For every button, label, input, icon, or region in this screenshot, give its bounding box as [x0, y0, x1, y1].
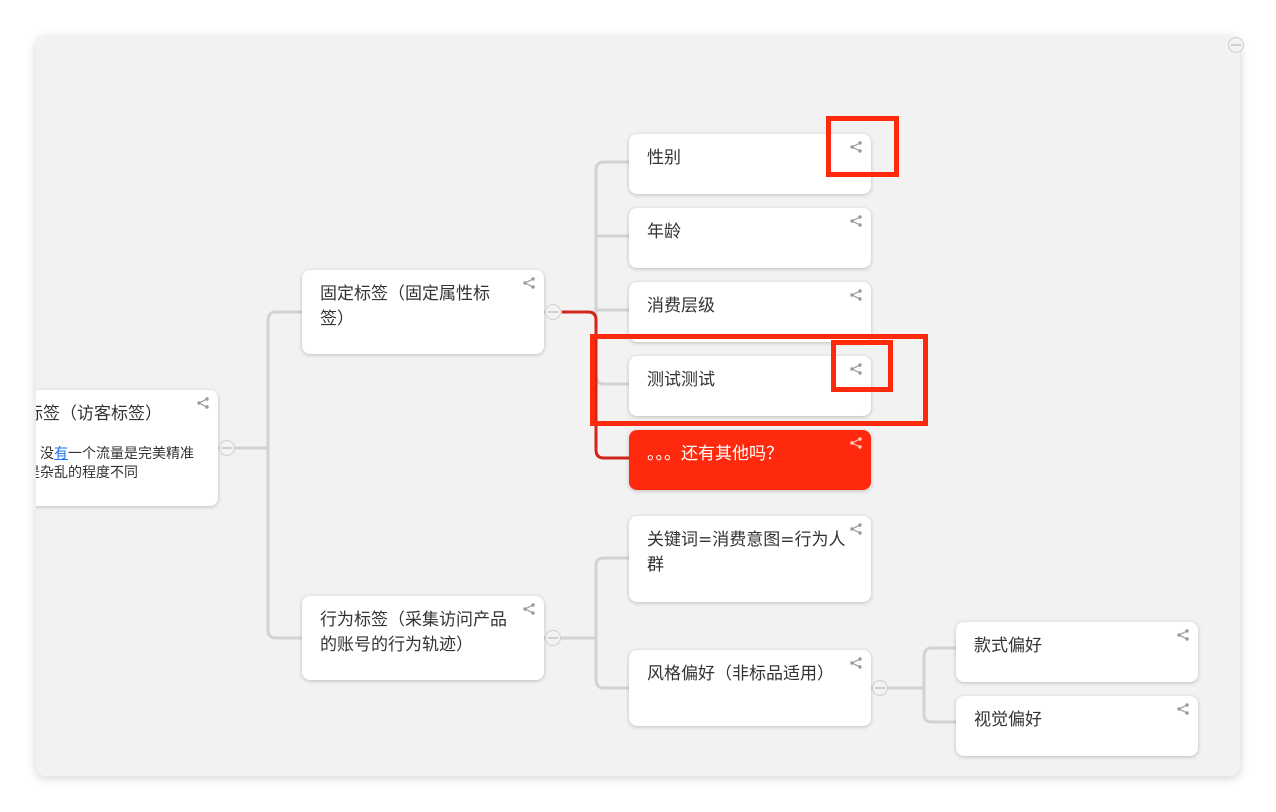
root-note: ：没有一个流量是完美精准 是杂乱的程度不同: [36, 446, 194, 481]
node-style-preference[interactable]: 风格偏好（非标品适用）: [629, 650, 871, 726]
node-keyword-intent[interactable]: 关键词=消费意图=行为人群: [629, 516, 871, 602]
branch-behavior-tags[interactable]: 行为标签（采集访问产品的账号的行为轨迹）: [302, 596, 544, 680]
connector-lines: [218, 160, 956, 724]
share-icon[interactable]: [849, 656, 863, 670]
share-icon[interactable]: [522, 602, 536, 616]
share-icon[interactable]: [849, 362, 863, 376]
annotation-box-icon: [831, 340, 893, 392]
share-icon[interactable]: [1176, 702, 1190, 716]
root-node[interactable]: 标签（访客标签） ：没有一个流量是完美精准 是杂乱的程度不同: [36, 390, 218, 506]
share-icon[interactable]: [849, 288, 863, 302]
node-design-preference[interactable]: 款式偏好: [956, 622, 1198, 682]
collapse-toggle-icon[interactable]: [219, 440, 235, 456]
mindmap-canvas: 标签（访客标签） ：没有一个流量是完美精准 是杂乱的程度不同 固定标签（固定属性…: [36, 36, 1240, 776]
node-visual-preference[interactable]: 视觉偏好: [956, 696, 1198, 756]
annotation-box-share: [826, 116, 899, 177]
node-spending-level[interactable]: 消费层级: [629, 282, 871, 342]
share-icon[interactable]: [849, 140, 863, 154]
share-icon[interactable]: [849, 436, 863, 450]
node-age[interactable]: 年龄: [629, 208, 871, 268]
annotation-box-node: [590, 334, 928, 426]
note-link[interactable]: 有: [54, 446, 68, 462]
collapse-toggle-icon[interactable]: [872, 680, 888, 696]
corner-collapse-icon[interactable]: [1228, 37, 1244, 53]
collapse-toggle-icon[interactable]: [545, 630, 561, 646]
share-icon[interactable]: [196, 396, 210, 410]
collapse-toggle-icon[interactable]: [545, 304, 561, 320]
branch-fixed-tags[interactable]: 固定标签（固定属性标签）: [302, 270, 544, 354]
node-test[interactable]: 测试测试: [629, 356, 871, 416]
share-icon[interactable]: [849, 522, 863, 536]
share-icon[interactable]: [522, 276, 536, 290]
root-title: 标签（访客标签）: [36, 404, 162, 424]
node-anything-else-selected[interactable]: 。。。还有其他吗？: [629, 430, 871, 490]
share-icon[interactable]: [1176, 628, 1190, 642]
share-icon[interactable]: [849, 214, 863, 228]
